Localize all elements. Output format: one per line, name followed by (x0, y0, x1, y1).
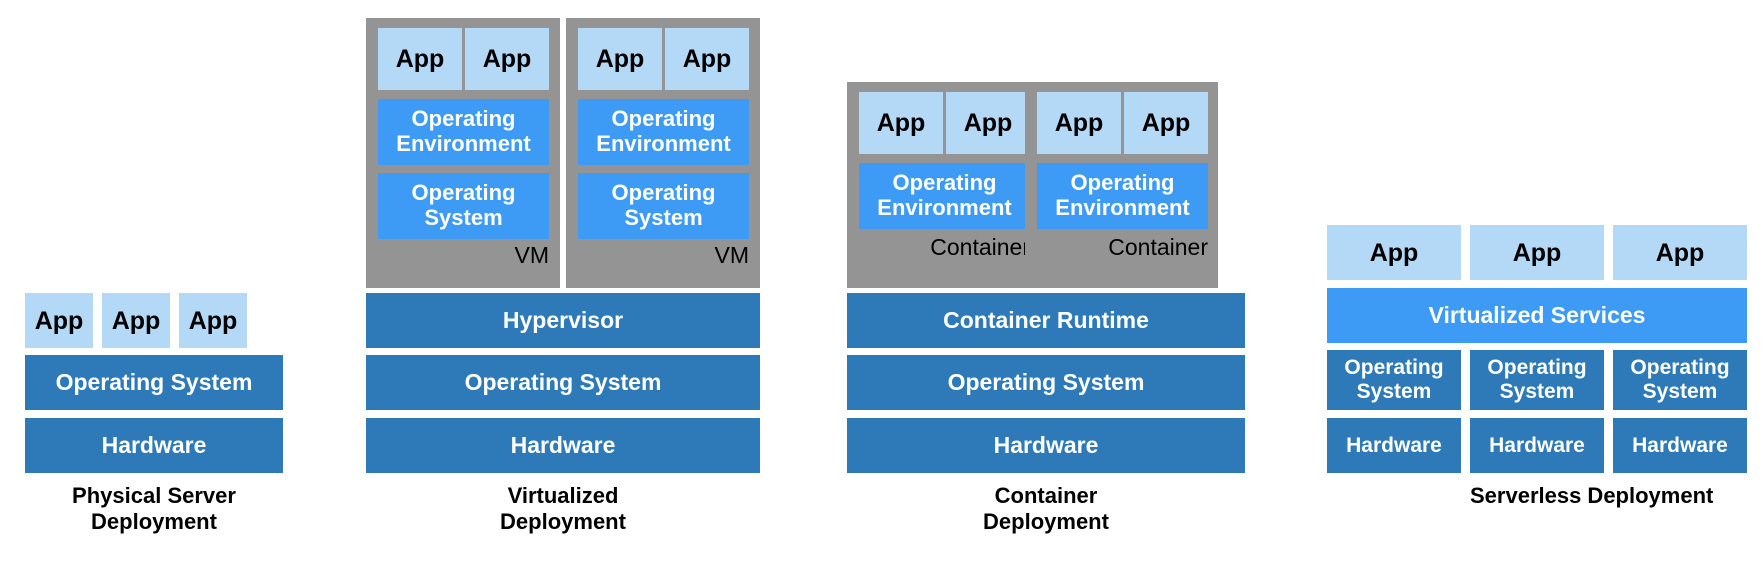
vm-unit: App App Operating Environment Operating … (366, 18, 560, 288)
app-box: App (465, 28, 549, 90)
layer-operating-system: Operating System (366, 355, 760, 410)
layer-hardware: Hardware (366, 418, 760, 473)
layer-hypervisor: Hypervisor (366, 293, 760, 348)
layer-virtualized-services: Virtualized Services (1327, 288, 1747, 343)
layer-hardware: Hardware (847, 418, 1245, 473)
app-box: App (1124, 92, 1208, 154)
layer-operating-environment: Operating Environment (859, 163, 1030, 229)
container-unit: App App Operating Environment Container (847, 82, 1040, 288)
column-caption-virtualized: Virtualized Deployment (500, 483, 626, 534)
column-caption-physical-server: Physical Server Deployment (72, 483, 236, 534)
app-box: App (179, 293, 247, 348)
layer-operating-system: Operating System (1327, 350, 1461, 410)
layer-hardware: Hardware (1470, 418, 1604, 473)
app-box: App (665, 28, 749, 90)
app-box: App (859, 92, 943, 154)
container-unit: App App Operating Environment Container (1025, 82, 1218, 288)
app-box: App (378, 28, 462, 90)
layer-operating-environment: Operating Environment (578, 99, 749, 165)
app-box: App (25, 293, 93, 348)
layer-operating-system: Operating System (25, 355, 283, 410)
app-box: App (1613, 225, 1747, 280)
app-box: App (1470, 225, 1604, 280)
vm-unit-label: VM (714, 242, 750, 268)
app-box: App (1037, 92, 1121, 154)
layer-container-runtime: Container Runtime (847, 293, 1245, 348)
container-unit-label: Container (1108, 234, 1208, 260)
layer-operating-system: Operating System (578, 173, 749, 239)
layer-hardware: Hardware (1613, 418, 1747, 473)
column-caption-serverless: Serverless Deployment (1470, 483, 1714, 508)
app-box: App (1327, 225, 1461, 280)
layer-operating-environment: Operating Environment (1037, 163, 1208, 229)
vm-unit-label: VM (514, 242, 550, 268)
container-unit-label: Container (930, 234, 1030, 260)
app-box: App (578, 28, 662, 90)
app-box: App (102, 293, 170, 348)
layer-hardware: Hardware (1327, 418, 1461, 473)
layer-operating-system: Operating System (1470, 350, 1604, 410)
column-caption-container: Container Deployment (983, 483, 1109, 534)
layer-operating-system: Operating System (1613, 350, 1747, 410)
layer-operating-system: Operating System (378, 173, 549, 239)
vm-unit: App App Operating Environment Operating … (566, 18, 760, 288)
layer-hardware: Hardware (25, 418, 283, 473)
layer-operating-system: Operating System (847, 355, 1245, 410)
app-box: App (946, 92, 1030, 154)
layer-operating-environment: Operating Environment (378, 99, 549, 165)
